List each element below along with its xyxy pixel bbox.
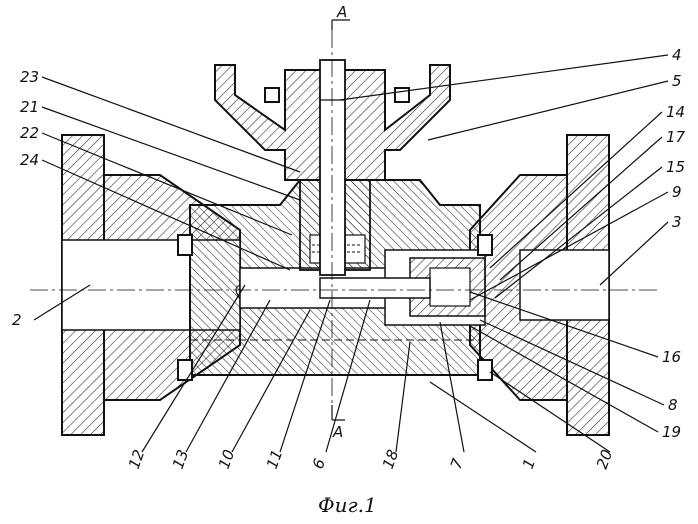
reference-label: 3: [672, 213, 682, 231]
reference-label: 21: [20, 98, 39, 116]
reference-label: 16: [662, 348, 681, 366]
figure-caption: Фиг.1: [318, 493, 377, 517]
reference-label: 14: [666, 103, 685, 121]
reference-label: 18: [379, 447, 402, 471]
leader-line: [428, 81, 668, 140]
reference-label: 22: [20, 124, 39, 142]
reference-label: 23: [20, 68, 39, 86]
reference-label: 10: [215, 447, 238, 471]
reference-label: 20: [593, 447, 616, 471]
reference-label: 4: [672, 46, 682, 64]
section-marker-top: A: [336, 3, 347, 21]
right-flange: [470, 135, 609, 435]
reference-label: 19: [662, 423, 681, 441]
reference-label: 24: [20, 151, 39, 169]
section-arrow-top: [332, 20, 350, 30]
reference-label: 8: [668, 396, 678, 414]
reference-label: 2: [12, 311, 22, 329]
reference-label: 13: [169, 447, 192, 471]
leader-line: [600, 222, 668, 285]
reference-label: 9: [672, 183, 682, 201]
reference-label: 5: [672, 72, 682, 90]
reference-label: 12: [125, 447, 148, 471]
reference-label: 11: [263, 447, 286, 471]
reference-label: 17: [666, 128, 686, 146]
reference-label: 6: [309, 456, 329, 471]
reference-label: 7: [447, 456, 467, 472]
reference-label: 1: [519, 456, 539, 471]
reference-label: 15: [666, 158, 685, 176]
